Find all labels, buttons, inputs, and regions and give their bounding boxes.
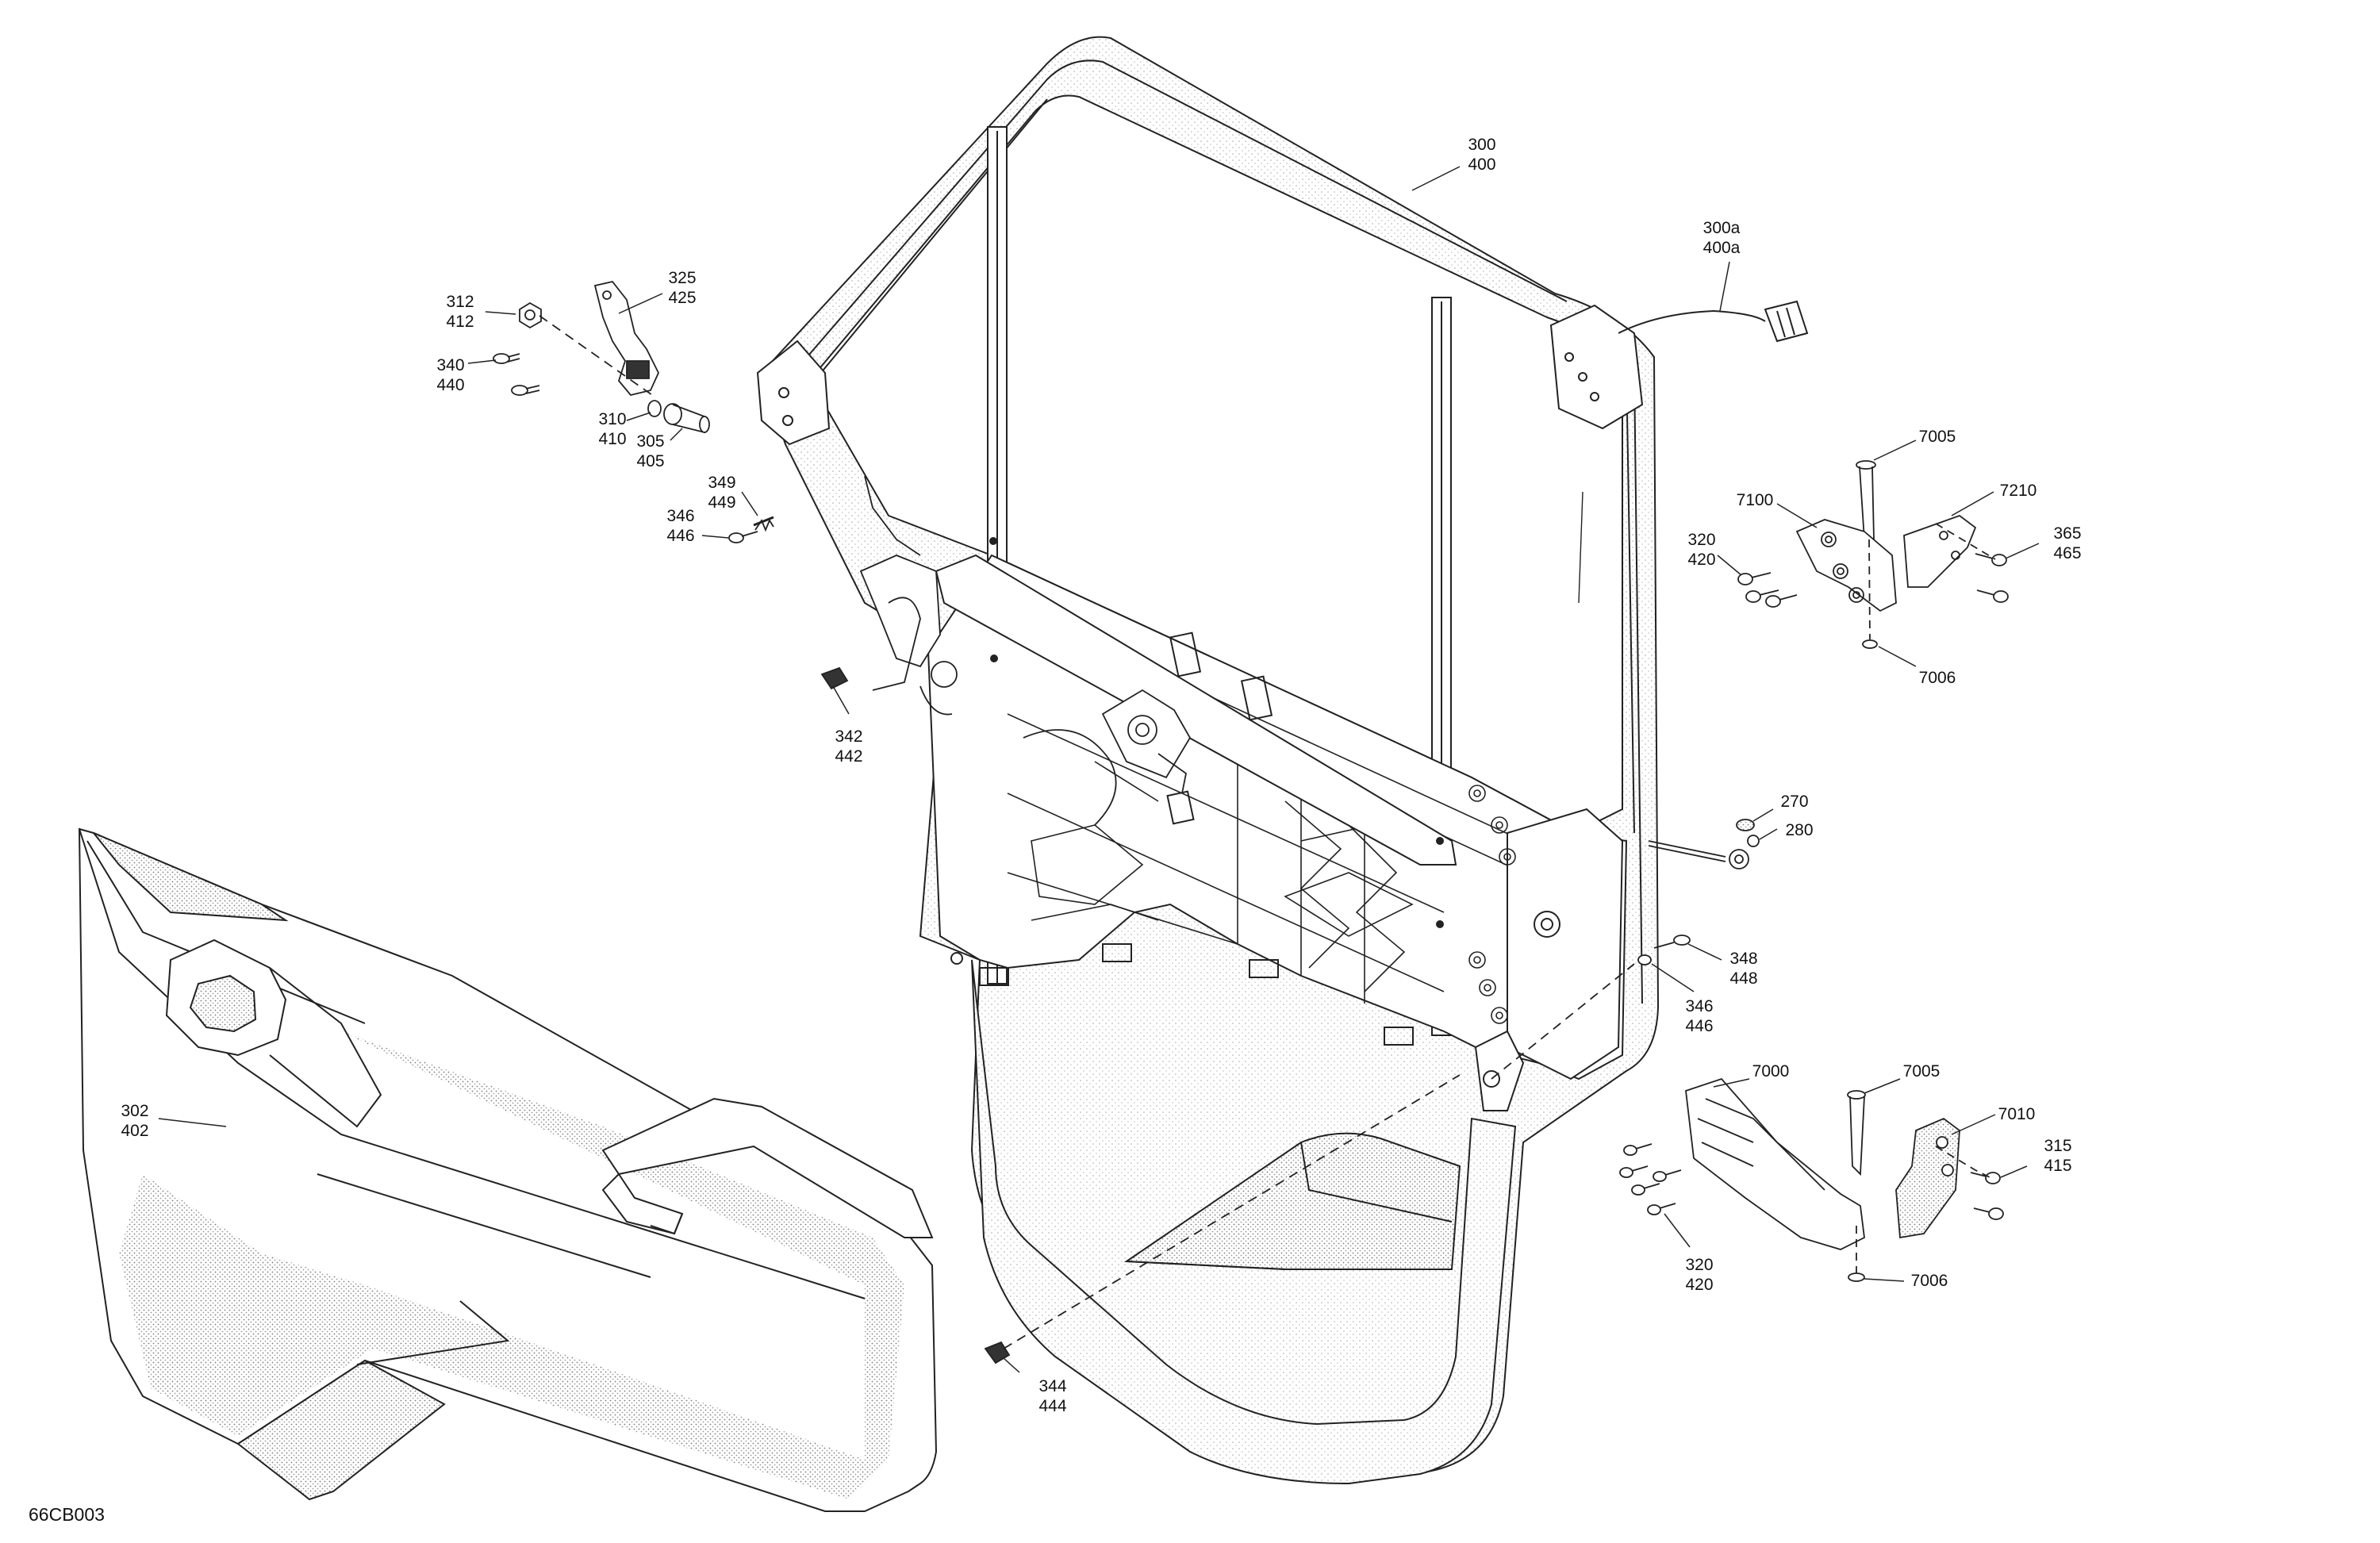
frame-corner-left <box>758 341 829 444</box>
callout-7210: 7210 <box>1999 482 2037 500</box>
bolts-365 <box>1975 554 2008 602</box>
wire-harness <box>1618 301 1807 341</box>
hinge-plate-7010 <box>1896 1119 1960 1238</box>
door-pull-handle <box>190 976 255 1031</box>
screws-348-346 <box>1491 935 1690 1079</box>
hinge-mount-plate <box>1507 809 1622 1079</box>
hinge-body-7100 <box>1797 520 1896 611</box>
door-lower-shell <box>972 960 1515 1484</box>
callout-7000: 7000 <box>1752 1062 1790 1080</box>
inside-handle-assembly <box>861 476 957 715</box>
hinge-assembly-upper <box>1738 461 2008 648</box>
screw-340b <box>512 386 539 395</box>
clip-7006b <box>1848 1273 1864 1281</box>
callout-280: 280 <box>1785 821 1814 839</box>
callout-7100: 7100 <box>1736 491 1774 509</box>
hinge-bracket-group-upper-left <box>493 282 847 689</box>
bolts-320a <box>1738 573 1797 607</box>
door-emblem <box>1534 912 1560 937</box>
pin-305 <box>664 404 709 432</box>
hinge-arm-7000 <box>1686 1079 1864 1249</box>
callout-7006-lower: 7006 <box>1910 1272 1948 1290</box>
hinge-pin-7005b <box>1848 1091 1865 1174</box>
screw-340 <box>493 354 520 363</box>
nut-312 <box>520 303 541 328</box>
callout-7006-upper: 7006 <box>1918 669 1956 687</box>
washer-280 <box>1748 835 1759 846</box>
clip-7006a <box>1863 640 1877 648</box>
harness-connector <box>1765 301 1807 341</box>
clip-344 <box>985 1342 1009 1363</box>
callout-270: 270 <box>1780 793 1809 811</box>
callout-7005-upper: 7005 <box>1918 428 1956 446</box>
spring-349 <box>754 517 774 530</box>
drawing-code: 66CB003 <box>29 1504 105 1525</box>
callout-7010: 7010 <box>1998 1105 2036 1123</box>
washer-310 <box>648 401 661 416</box>
armrest <box>603 1099 932 1238</box>
bolts-320b <box>1620 1144 1681 1215</box>
hinge-plate-7210 <box>1904 516 1975 587</box>
door-latch-mechanism <box>1023 690 1190 825</box>
window-cross-rail <box>936 555 1456 865</box>
clip-344-group <box>985 1075 1460 1363</box>
washer-270 <box>1737 819 1754 831</box>
callout-7005-lower: 7005 <box>1902 1062 1940 1080</box>
door-trim-panel <box>79 829 936 1511</box>
door-frame <box>758 37 1658 1484</box>
clip-342 <box>822 668 847 689</box>
door-pocket <box>1127 1134 1460 1269</box>
hinge-assembly-lower <box>1620 1079 2003 1281</box>
frame-corner-right <box>1551 305 1642 428</box>
hinge-pin-7005a <box>1856 461 1875 539</box>
leader-lines <box>159 167 2039 1372</box>
bolts-315 <box>1971 1173 2003 1219</box>
door-check-strap <box>1649 819 1759 869</box>
screw-346a <box>729 532 758 543</box>
